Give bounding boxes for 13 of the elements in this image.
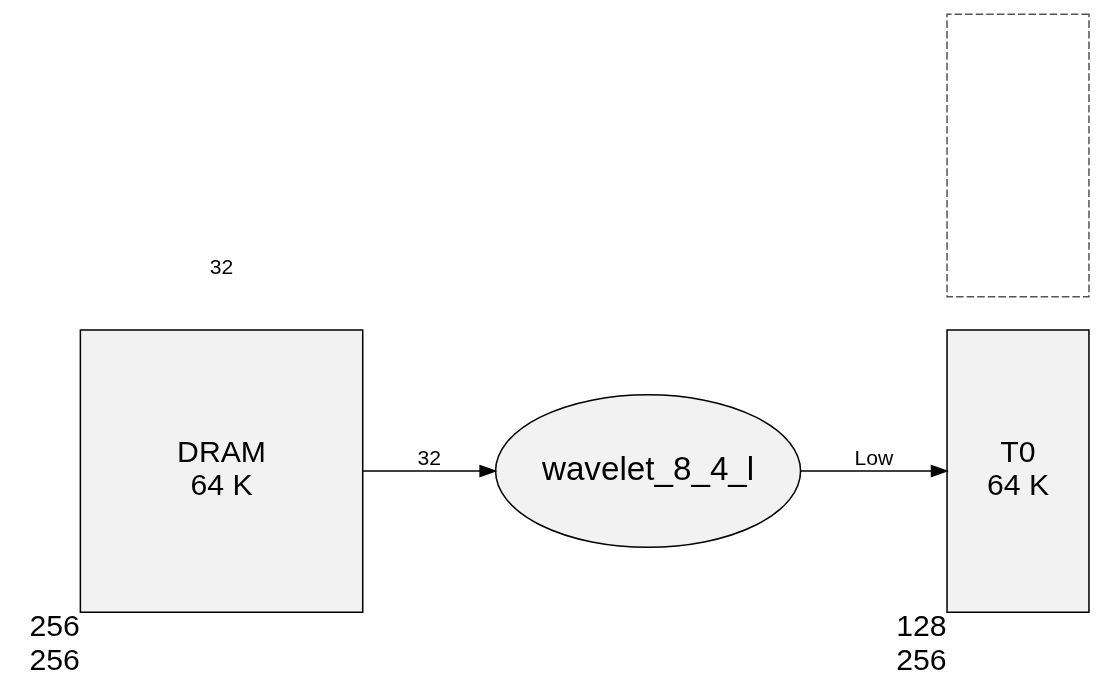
node-label: 256 [29, 609, 80, 643]
node-label: 256 [895, 642, 947, 676]
node-ellipse: wavelet_8_4_l [494, 394, 801, 549]
edge-label: Low [853, 446, 893, 470]
label: 32 [209, 255, 233, 279]
node-label: 256 [29, 642, 80, 676]
node-box [945, 13, 1090, 298]
node-box: DRAM 64 K [79, 329, 363, 613]
node-label: 128 [895, 609, 947, 643]
edge-label: 32 [416, 446, 441, 470]
arrow [799, 464, 949, 478]
node-box: T0 64 K [945, 329, 1090, 613]
arrow [361, 464, 497, 478]
